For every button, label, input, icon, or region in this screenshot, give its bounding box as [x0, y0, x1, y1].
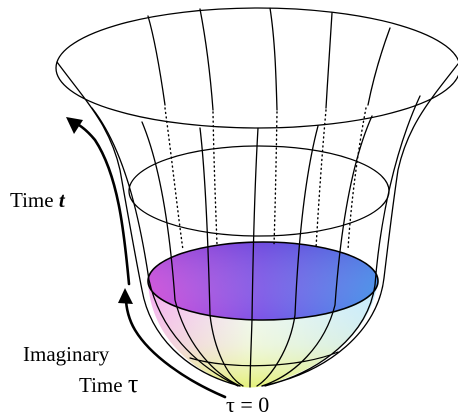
right-silhouette [261, 63, 458, 387]
back-meridian [367, 27, 391, 106]
back-meridian [147, 15, 166, 106]
time-arrow [68, 118, 131, 286]
tau-zero-label: τ = 0 [226, 392, 270, 417]
hidden-meridian [164, 107, 184, 251]
time-label: Time t [10, 190, 65, 211]
meridian [199, 127, 244, 387]
imaginary-time-arrow [124, 296, 227, 399]
meridian [249, 127, 259, 388]
time-label-prefix: Time [10, 188, 54, 212]
time-arrowhead [66, 117, 83, 134]
left-silhouette [56, 61, 241, 387]
meridian [264, 95, 421, 387]
hidden-meridian [273, 111, 278, 246]
hidden-meridian [212, 111, 218, 246]
imaginary-time-label: Time τ [79, 371, 138, 397]
meridian [261, 115, 373, 387]
hidden-meridian [315, 109, 327, 249]
cap-boundary [147, 241, 379, 321]
meridian [256, 125, 319, 387]
bowl-band [189, 351, 339, 367]
back-meridian [325, 12, 333, 109]
back-meridian [269, 7, 278, 111]
hidden-meridian [347, 107, 367, 251]
back-meridian [199, 8, 214, 111]
imaginary-time-symbol: τ [127, 369, 139, 398]
meridian [91, 107, 239, 387]
imaginary-time-prefix: Time [79, 373, 123, 397]
meridian [141, 121, 241, 387]
imaginary-label: Imaginary [23, 342, 110, 366]
top-rim [55, 7, 458, 129]
cap-disc-shade [148, 242, 378, 320]
imaginary-time-arrowhead [118, 288, 133, 304]
time-label-symbol: t [58, 188, 65, 212]
